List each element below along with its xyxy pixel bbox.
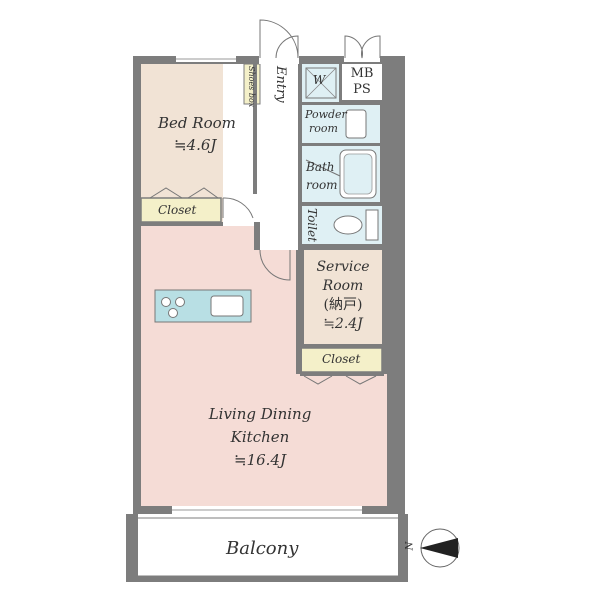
entry-door-icon <box>259 19 299 59</box>
wall-hall-ldk <box>254 222 260 250</box>
entry-label: Entry <box>273 66 288 103</box>
bedroom-size: ≒4.6J <box>174 136 217 154</box>
balcony-wall-left <box>126 514 138 582</box>
service-line2: Room <box>322 278 364 294</box>
mbps-line1: MB <box>350 66 374 81</box>
service-room-floor <box>304 250 382 344</box>
mbps-label: MB PS <box>346 66 378 98</box>
mbps-door-icon <box>344 35 381 59</box>
ldk-line2: Kitchen <box>230 428 290 446</box>
wet-door-icon <box>305 159 341 177</box>
entry-door-gap <box>259 52 299 64</box>
wall-bed-entry <box>253 64 257 194</box>
balcony-floor <box>136 517 402 577</box>
stove-burner-icon <box>168 308 178 318</box>
service-closet-label: Closet <box>322 352 361 366</box>
wall-wet-divider-2 <box>302 143 382 146</box>
powder-line1: Powder <box>305 108 347 121</box>
closet-door-icon <box>149 187 219 199</box>
entry-hall <box>223 64 299 248</box>
bedroom-closet-floor <box>140 197 222 223</box>
wall-service-closet-bottom <box>300 372 384 376</box>
wall-entry-right <box>298 64 302 250</box>
bath-room-label: Bath room <box>306 158 338 194</box>
powder-room-label: Powder room <box>305 108 347 136</box>
north-arrow-icon <box>420 528 460 568</box>
hall-lower <box>258 240 298 250</box>
stove-burner-icon <box>161 297 171 307</box>
service-room-label: Service Room (納戸) ≒2.4J <box>308 258 378 334</box>
mbps-area <box>342 64 382 100</box>
wall-bed-ldk <box>141 222 223 226</box>
bedroom-door-icon <box>222 197 254 219</box>
service-line1: Service <box>316 259 370 275</box>
powder-room-floor <box>302 104 380 144</box>
balcony-rail <box>126 576 408 582</box>
service-closet-floor <box>299 347 383 373</box>
balcony-wall-right <box>398 514 408 582</box>
wall-service-left <box>296 250 302 374</box>
service-line3: (納戸) <box>323 297 363 313</box>
balcony-label: Balcony <box>226 538 299 559</box>
hall-door-icon <box>259 249 291 281</box>
compass-label: N <box>404 541 416 551</box>
powder-line2: room <box>309 122 338 135</box>
ldk-size: ≒16.4J <box>234 451 286 469</box>
wall-service-top <box>302 244 384 250</box>
kitchen-sink-icon <box>210 295 244 317</box>
service-size: ≒2.4J <box>323 316 363 332</box>
service-closet-door-icon <box>303 375 377 385</box>
washer-label: W <box>313 73 326 87</box>
toilet-label: Toilet <box>305 208 319 242</box>
basin-icon <box>345 109 367 139</box>
mbps-line2: PS <box>353 82 371 97</box>
wall-washer-mbps <box>339 64 342 104</box>
ldk-line1: Living Dining <box>208 405 312 423</box>
shoes-box-label: Shoes box <box>247 66 256 108</box>
washer-pan <box>305 67 337 99</box>
toilet-bowl-icon <box>333 215 363 235</box>
bath-line1: Bath <box>306 160 335 174</box>
bedroom-closet-label: Closet <box>158 203 197 217</box>
toilet-tank-icon <box>365 209 379 241</box>
bedroom-name: Bed Room <box>158 114 236 132</box>
entry-door-icon-2 <box>275 35 299 59</box>
wall-wet-divider-3 <box>302 202 382 206</box>
stove-burner-icon <box>175 297 185 307</box>
bath-line2: room <box>306 178 338 192</box>
ldk-label: Living Dining Kitchen ≒16.4J <box>190 403 330 472</box>
